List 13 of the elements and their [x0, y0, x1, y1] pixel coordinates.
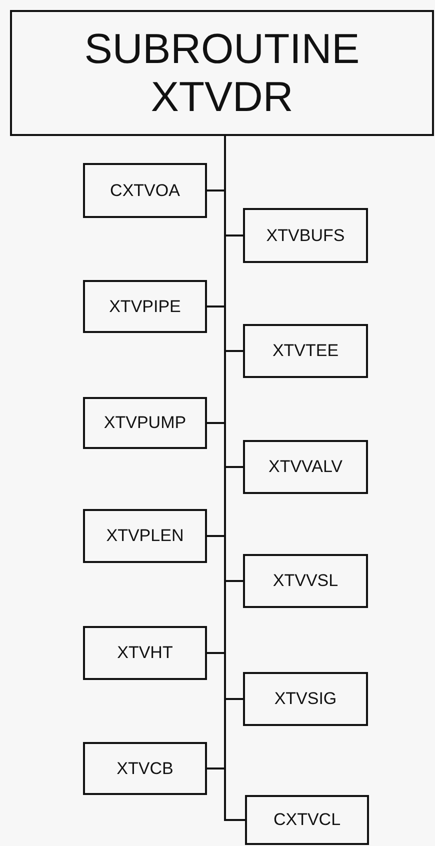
subroutine-call-box: CXTVOA [83, 163, 207, 218]
subroutine-call-box: XTVVSL [243, 554, 368, 608]
subroutine-call-box: XTVPUMP [83, 397, 207, 449]
subroutine-call-box: XTVCB [83, 742, 207, 795]
subroutine-call-box: CXTVCL [245, 795, 369, 845]
subroutine-call-box: XTVPIPE [83, 280, 207, 333]
subroutine-call-box: XTVSIG [243, 672, 368, 726]
subroutine-call-box: XTVVALV [243, 440, 368, 494]
subroutine-call-box: XTVPLEN [83, 509, 207, 563]
subroutine-call-box: XTVBUFS [243, 208, 368, 263]
subroutine-call-box: XTVTEE [243, 324, 368, 378]
subroutine-box: SUBROUTINE XTVDR [10, 10, 434, 136]
subroutine-call-box: XTVHT [83, 626, 207, 680]
